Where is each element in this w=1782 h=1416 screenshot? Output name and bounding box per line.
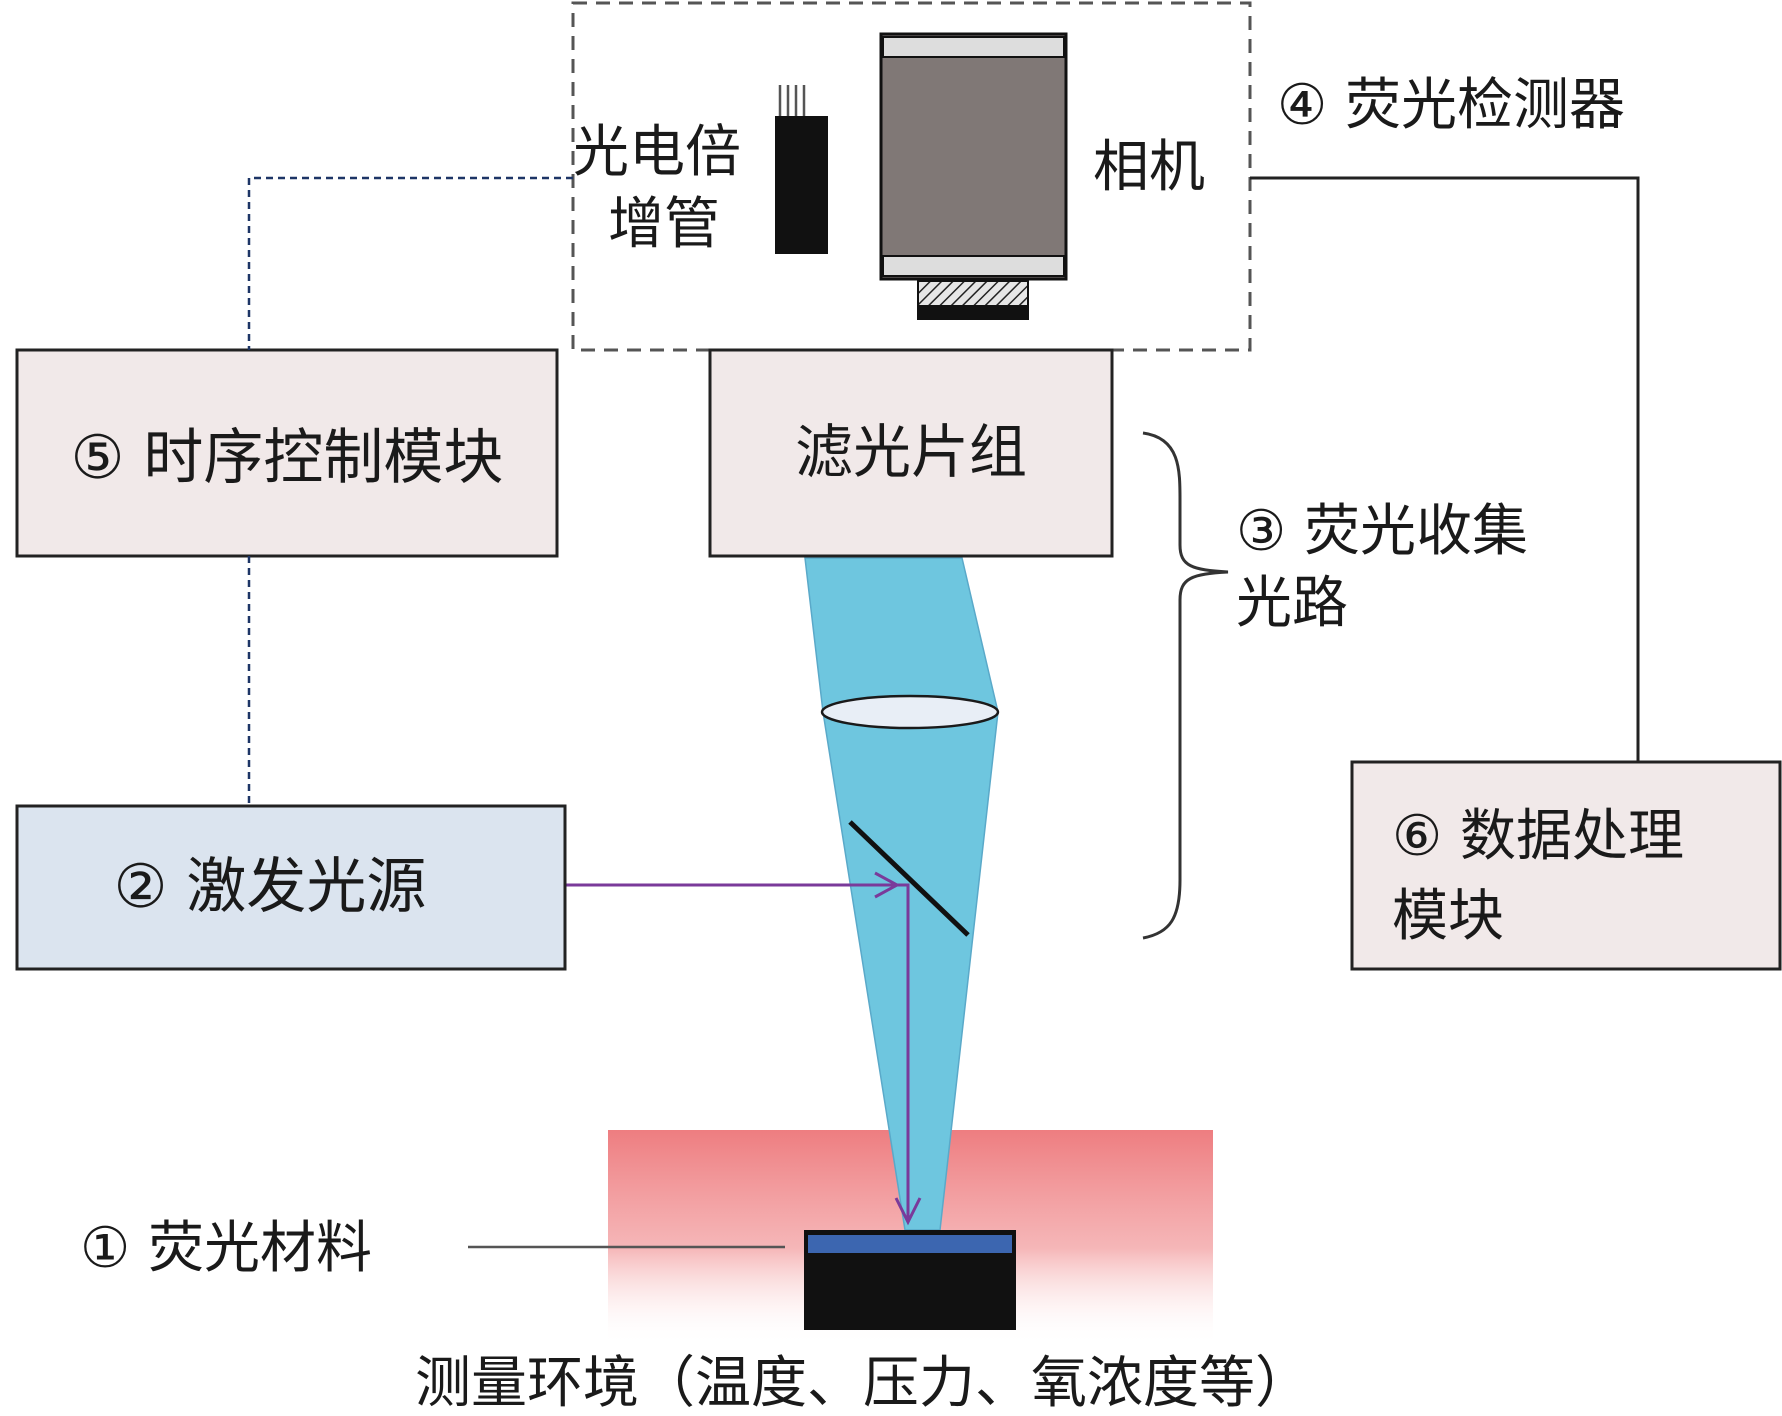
detector-label: ④ 荧光检测器: [1277, 73, 1625, 138]
collection-path-label-line2: 光路: [1236, 571, 1348, 636]
excitation-source-box: [15, 804, 567, 971]
timing-control-module-box: [15, 348, 559, 558]
excitation-arrow-head-horizontal: [874, 871, 901, 899]
fluorescent-material-sample: [804, 1230, 1016, 1330]
excitation-source-label: ② 激发光源: [114, 852, 427, 922]
photomultiplier-tube-icon: [775, 85, 828, 254]
excitation-arrow-head-down: [894, 1197, 922, 1226]
camera-label: 相机: [1093, 135, 1205, 200]
collection-path-label-line1: ③ 荧光收集: [1236, 499, 1528, 564]
lens: [820, 694, 1000, 730]
excitation-light-ray: [565, 883, 910, 1222]
timing-module-label: ⑤ 时序控制模块: [71, 423, 504, 493]
pmt-timing-control-dashed-line: [247, 176, 573, 350]
camera-icon: [879, 32, 1068, 320]
dichroic-mirror: [848, 820, 970, 937]
detector-data-line: [1250, 176, 1640, 762]
data-processing-module-box: [1350, 760, 1782, 971]
measurement-environment-label: 测量环境（温度、压力、氧浓度等）: [415, 1351, 1311, 1416]
filter-group-box: [708, 348, 1114, 558]
collection-path-brace: [1142, 431, 1229, 940]
fluorescent-material-label: ① 荧光材料: [80, 1216, 372, 1281]
data-module-label-line1: ⑥ 数据处理: [1392, 804, 1684, 869]
data-module-label-line2: 模块: [1392, 884, 1504, 949]
pmt-label-line2: 增管: [608, 192, 720, 257]
light-collection-beam: [804, 557, 999, 1231]
filter-group-label: 滤光片组: [795, 418, 1027, 486]
pmt-label-line1: 光电倍: [573, 120, 741, 185]
